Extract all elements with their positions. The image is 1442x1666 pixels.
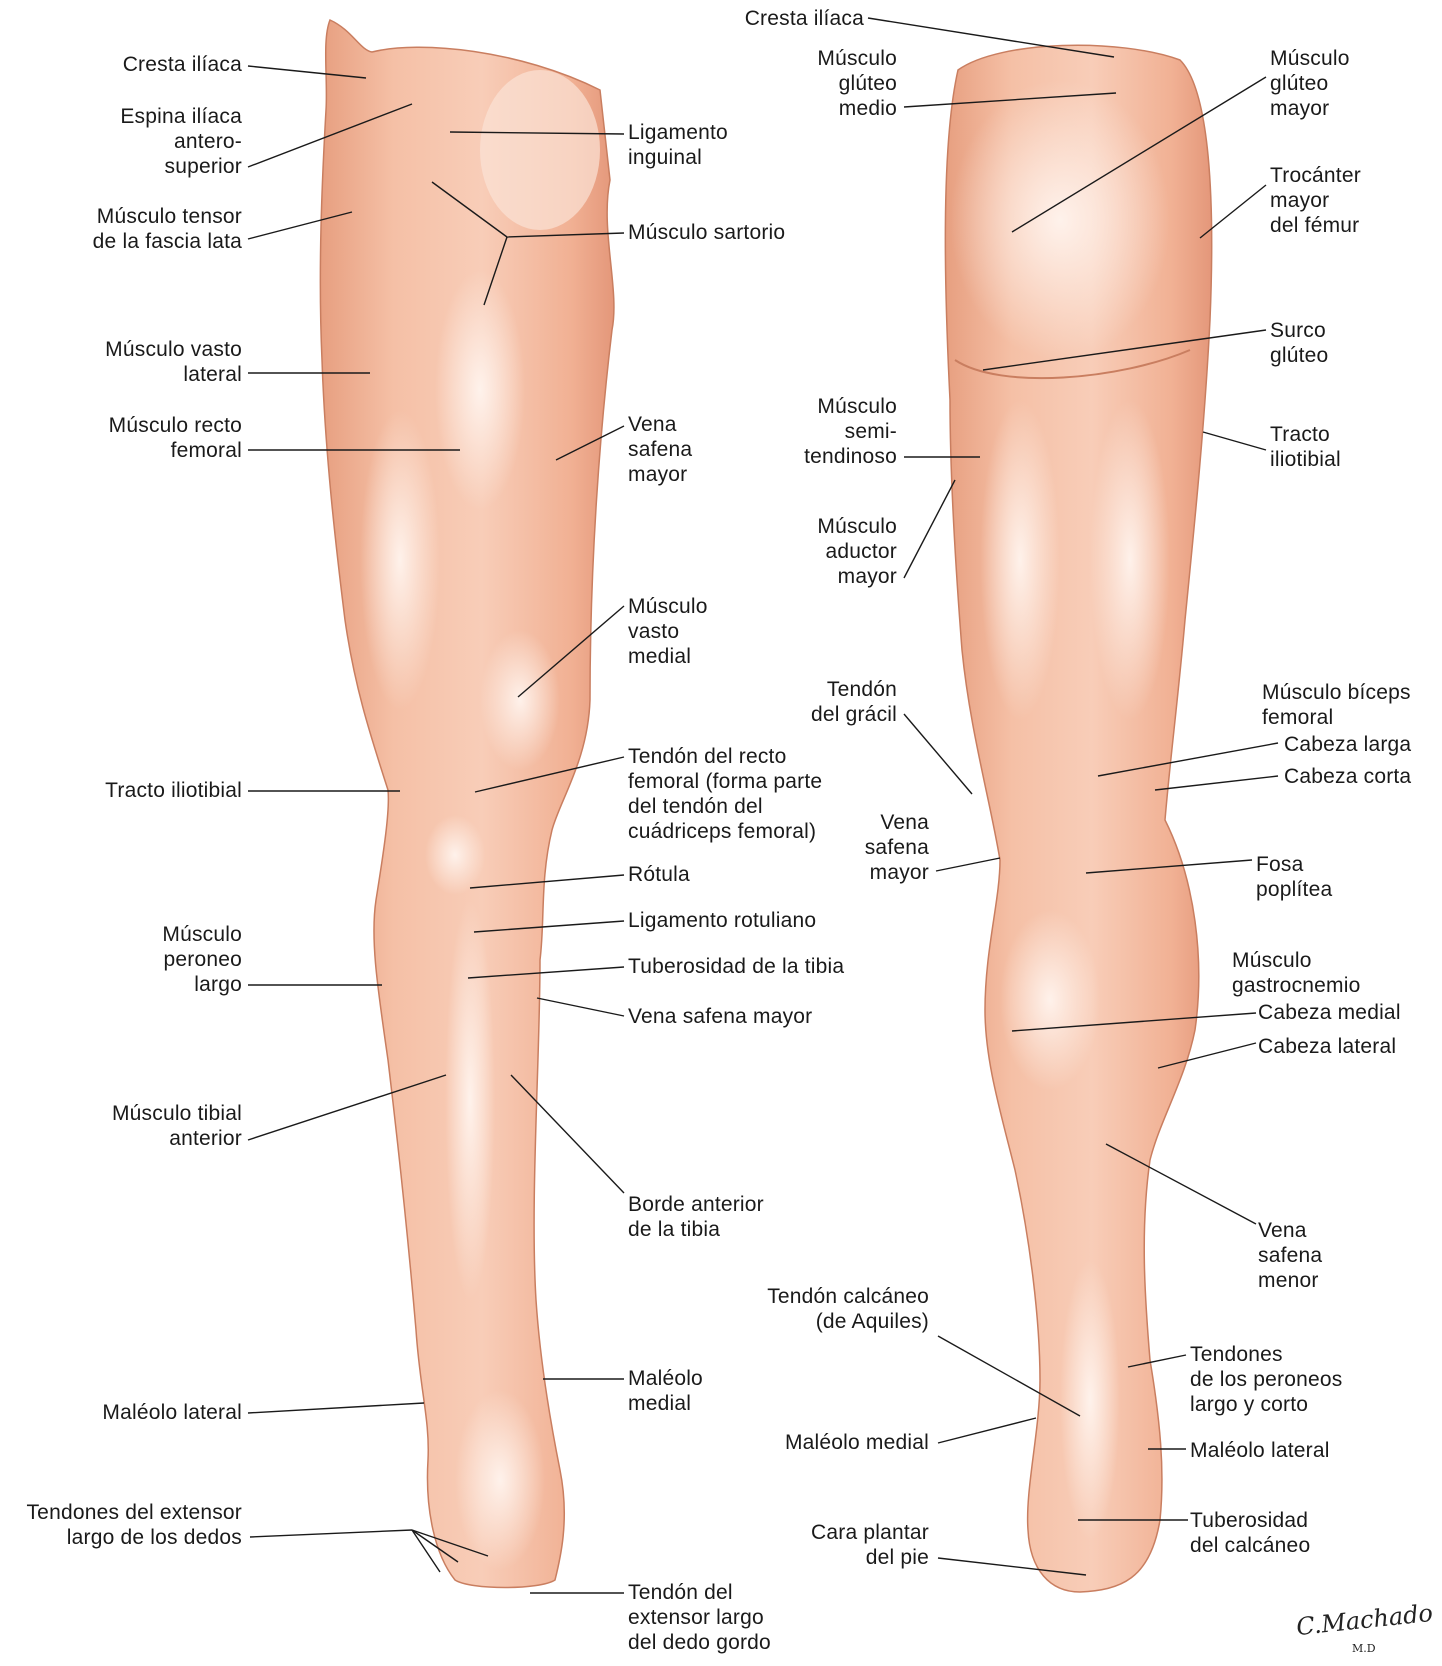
label-borde-anterior-tibia: Borde anterior de la tibia: [628, 1192, 764, 1242]
label-tracto-iliotibial-anterior: Tracto iliotibial: [105, 778, 242, 803]
label-tendon-gracil: Tendón del grácil: [811, 677, 897, 727]
label-extensor-dedo-gordo: Tendón del extensor largo del dedo gordo: [628, 1580, 771, 1655]
label-tibial-anterior: Músculo tibial anterior: [112, 1101, 242, 1151]
label-maleolo-medial-anterior: Maléolo medial: [628, 1366, 703, 1416]
label-recto-femoral: Músculo recto femoral: [109, 413, 242, 463]
label-cabeza-larga: Cabeza larga: [1284, 732, 1411, 757]
label-vasto-lateral: Músculo vasto lateral: [105, 337, 242, 387]
label-fosa-poplitea: Fosa poplítea: [1256, 852, 1332, 902]
label-tendones-peroneos: Tendones de los peroneos largo y corto: [1190, 1342, 1342, 1417]
label-safena-mayor-anterior-1: Vena safena mayor: [628, 412, 692, 487]
label-maleolo-medial-posterior: Maléolo medial: [785, 1430, 929, 1455]
label-tendon-calcaneo: Tendón calcáneo (de Aquiles): [767, 1284, 929, 1334]
label-surco-gluteo: Surco glúteo: [1270, 318, 1328, 368]
label-tuberosidad-calcaneo: Tuberosidad del calcáneo: [1190, 1508, 1310, 1558]
label-tendon-recto-femoral: Tendón del recto femoral (forma parte de…: [628, 744, 822, 844]
label-gastrocnemio: Músculo gastrocnemio: [1232, 948, 1360, 998]
artist-signature-suffix: M.D: [1352, 1642, 1376, 1655]
label-espina-iliaca: Espina ilíaca antero- superior: [120, 104, 242, 179]
label-cara-plantar: Cara plantar del pie: [811, 1520, 929, 1570]
label-cabeza-medial: Cabeza medial: [1258, 1000, 1401, 1025]
label-safena-menor: Vena safena menor: [1258, 1218, 1322, 1293]
label-cabeza-lateral: Cabeza lateral: [1258, 1034, 1396, 1059]
label-peroneo-largo: Músculo peroneo largo: [162, 922, 242, 997]
label-cabeza-corta: Cabeza corta: [1284, 764, 1411, 789]
label-extensor-largo-dedos: Tendones del extensor largo de los dedos: [26, 1500, 242, 1550]
label-tuberosidad-tibia: Tuberosidad de la tibia: [628, 954, 844, 979]
label-vasto-medial: Músculo vasto medial: [628, 594, 708, 669]
posterior-leg: [945, 45, 1211, 1592]
label-trocanter-mayor: Trocánter mayor del fémur: [1270, 163, 1361, 238]
anterior-leg: [320, 20, 614, 1588]
label-ligamento-inguinal: Ligamento inguinal: [628, 120, 728, 170]
label-tracto-iliotibial-posterior: Tracto iliotibial: [1270, 422, 1341, 472]
label-aductor-mayor: Músculo aductor mayor: [817, 514, 897, 589]
label-gluteo-medio: Músculo glúteo medio: [817, 46, 897, 121]
label-cresta-iliaca-anterior: Cresta ilíaca: [123, 52, 242, 77]
label-safena-mayor-posterior: Vena safena mayor: [865, 810, 929, 885]
label-safena-mayor-anterior-2: Vena safena mayor: [628, 1004, 812, 1029]
label-rotula: Rótula: [628, 862, 690, 887]
label-maleolo-lateral-anterior: Maléolo lateral: [102, 1400, 242, 1425]
anterior-leg-shape: [320, 20, 614, 1588]
label-tensor-fascia-lata: Músculo tensor de la fascia lata: [93, 204, 242, 254]
label-semitendinoso: Músculo semi- tendinoso: [804, 394, 897, 469]
label-cresta-iliaca-posterior: Cresta ilíaca: [745, 6, 864, 31]
label-ligamento-rotuliano: Ligamento rotuliano: [628, 908, 816, 933]
label-sartorio: Músculo sartorio: [628, 220, 785, 245]
label-biceps-femoral: Músculo bíceps femoral: [1262, 680, 1411, 730]
label-gluteo-mayor: Músculo glúteo mayor: [1270, 46, 1350, 121]
label-maleolo-lateral-posterior: Maléolo lateral: [1190, 1438, 1330, 1463]
